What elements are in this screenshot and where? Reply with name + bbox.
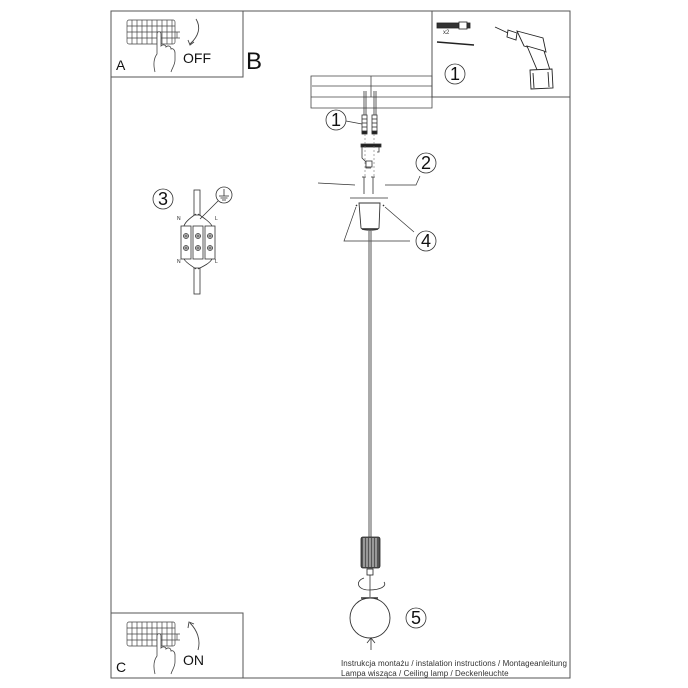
arrow-up-curved-icon — [187, 621, 200, 651]
wire-label-l-top: L — [215, 216, 218, 222]
callout-5: 5 — [410, 608, 421, 628]
hand-icon — [153, 31, 176, 73]
ceiling-level-lines — [317, 175, 421, 199]
cordless-drill-icon — [494, 26, 554, 90]
panel-c-box — [110, 612, 244, 679]
ceiling-slab — [310, 75, 433, 109]
callout-3: 3 — [157, 189, 168, 209]
footer-title: Instrukcja montażu / instalation instruc… — [341, 659, 567, 668]
panel-a-box — [110, 10, 244, 78]
footer-subtitle: Lampa wisząca / Ceiling lamp / Deckenleu… — [341, 669, 509, 678]
canopy-screw-dots — [355, 204, 385, 207]
ground-icon — [199, 186, 233, 220]
breaker-panel-icon — [126, 621, 180, 647]
callout-4: 4 — [420, 231, 431, 251]
wire-label-n-top: N — [177, 216, 181, 222]
callout-2: 2 — [420, 153, 431, 173]
bracket-screws-icon — [362, 176, 375, 194]
wire-label-n-bottom: N — [177, 259, 181, 265]
wire-label-l-bottom: L — [215, 259, 218, 265]
callout-4-leaders — [343, 206, 415, 242]
callout-circles — [152, 63, 466, 629]
panel-c-label: ON — [183, 652, 204, 668]
callout-1-leader — [345, 120, 363, 125]
panel-c-letter: C — [116, 659, 127, 675]
callout-1-tools: 1 — [449, 64, 460, 84]
arrow-down-curved-icon — [187, 18, 200, 46]
hand-icon — [153, 633, 176, 675]
push-up-arrow-icon — [366, 637, 376, 650]
wall-plug-icon — [436, 21, 471, 30]
tools-quantity: x2 — [443, 30, 450, 36]
tools-box — [431, 10, 571, 98]
mounting-bracket-icon — [360, 143, 382, 169]
screw-icon — [436, 41, 475, 46]
wall-plugs-icon — [361, 91, 378, 135]
rotate-arrow-icon — [358, 575, 386, 597]
panel-a-letter: A — [116, 57, 126, 73]
panel-b-letter: B — [246, 48, 263, 75]
terminal-block-icon — [180, 189, 216, 295]
dashed-guides — [364, 134, 375, 177]
canopy-icon — [358, 202, 381, 231]
breaker-panel-icon — [126, 19, 180, 45]
panel-a-label: OFF — [183, 50, 211, 66]
callout-1: 1 — [330, 110, 341, 130]
sheet-frame — [110, 10, 571, 679]
glass-globe-icon — [349, 597, 391, 639]
suspension-cable — [368, 231, 372, 537]
lamp-holder-icon — [360, 536, 381, 576]
